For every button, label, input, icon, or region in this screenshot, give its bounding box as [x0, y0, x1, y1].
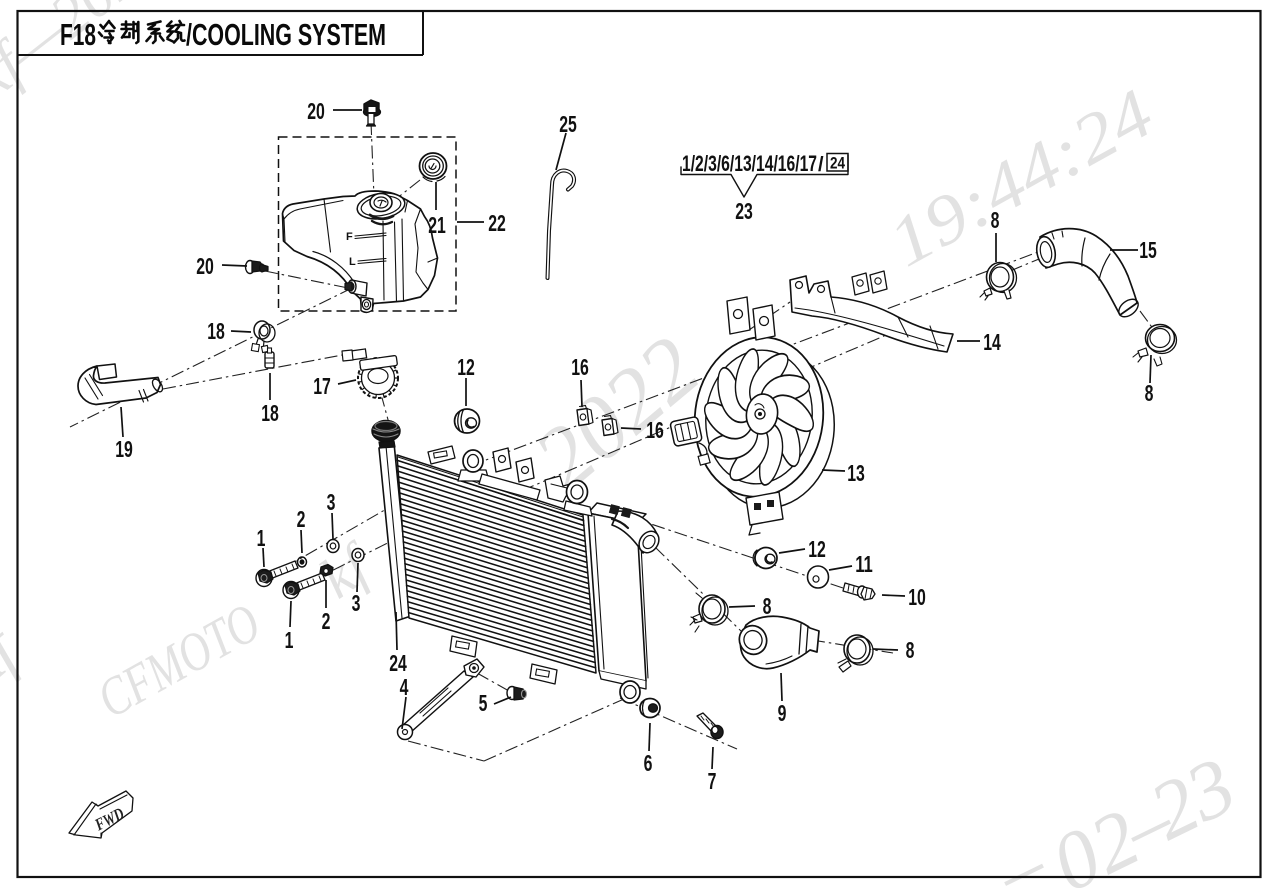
- svg-text:1/2/3/6/13/14/16/17: 1/2/3/6/13/14/16/17: [682, 151, 817, 176]
- svg-text:11: 11: [855, 551, 873, 577]
- svg-text:12: 12: [457, 354, 475, 380]
- svg-text:14: 14: [983, 329, 1001, 355]
- svg-text:2: 2: [322, 608, 331, 634]
- svg-text:10: 10: [908, 584, 926, 610]
- svg-text:8: 8: [906, 637, 915, 663]
- svg-text:16: 16: [646, 417, 664, 443]
- svg-text:1: 1: [285, 627, 294, 653]
- svg-text:/: /: [818, 154, 824, 176]
- svg-text:2: 2: [297, 506, 306, 532]
- svg-text:1: 1: [257, 525, 266, 551]
- svg-text:8: 8: [763, 593, 772, 619]
- svg-text:5: 5: [479, 690, 488, 716]
- svg-text:8: 8: [1145, 380, 1154, 406]
- svg-text:L: L: [349, 256, 356, 268]
- svg-text:21: 21: [428, 212, 446, 238]
- svg-text:/COOLING SYSTEM: /COOLING SYSTEM: [186, 17, 386, 52]
- svg-text:18: 18: [261, 400, 279, 426]
- svg-text:20: 20: [307, 98, 325, 124]
- svg-text:6: 6: [644, 750, 653, 776]
- svg-text:7: 7: [708, 768, 717, 794]
- svg-text:9: 9: [778, 700, 787, 726]
- svg-text:12: 12: [808, 536, 826, 562]
- svg-text:3: 3: [327, 489, 336, 515]
- svg-text:F18: F18: [60, 17, 96, 52]
- svg-text:13: 13: [847, 460, 865, 486]
- svg-text:17: 17: [313, 373, 331, 399]
- svg-text:23: 23: [735, 198, 753, 224]
- svg-text:4: 4: [400, 674, 409, 700]
- svg-text:8: 8: [991, 207, 1000, 233]
- svg-text:25: 25: [559, 111, 577, 137]
- svg-text:24: 24: [389, 650, 407, 676]
- svg-text:22: 22: [488, 210, 506, 236]
- svg-text:18: 18: [207, 318, 225, 344]
- svg-text:16: 16: [571, 354, 589, 380]
- svg-text:19: 19: [115, 436, 133, 462]
- svg-text:3: 3: [352, 590, 361, 616]
- svg-text:20: 20: [196, 253, 214, 279]
- svg-text:F: F: [346, 231, 353, 243]
- svg-text:24: 24: [830, 154, 845, 173]
- svg-text:15: 15: [1139, 237, 1157, 263]
